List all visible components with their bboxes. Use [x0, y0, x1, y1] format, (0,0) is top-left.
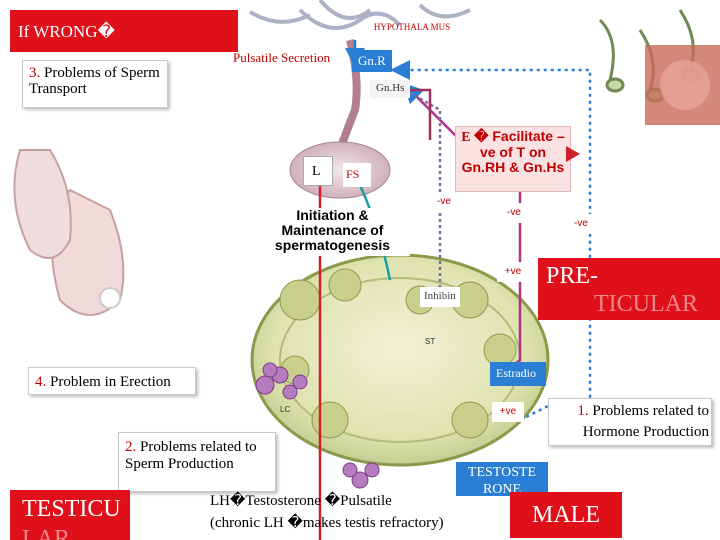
- ve-label-mid: -ve: [496, 203, 532, 223]
- chronic-lh-text: (chronic LH �makes testis refractory): [210, 515, 444, 531]
- hypothalamus-label: HYPOTHALA MUS: [373, 22, 451, 32]
- facilitate-box: E � Facilitate –ve of T on Gn.RH & Gn.Hs: [455, 126, 571, 192]
- sperm-transport-callout: 3. Problems of Sperm Transport: [22, 60, 168, 108]
- pve-label-upper: +ve: [497, 262, 529, 282]
- testosterone-feedback-line: [390, 60, 592, 422]
- inhibin-label: Inhibin: [420, 287, 460, 307]
- testosterone-box: TESTOSTE RONE: [456, 462, 548, 497]
- hypothalamus-neurons: [248, 0, 471, 30]
- facilitate-text: Facilitate –ve of T on Gn.RH & Gn.Hs: [461, 128, 565, 175]
- pretesticular-line2: TICULAR: [594, 291, 698, 317]
- pve-label-lower: +ve: [492, 402, 524, 422]
- title-text: If WRONG�: [18, 22, 115, 41]
- pulsatile-secretion-label: Pulsatile Secretion: [233, 50, 331, 65]
- initiation-text: Initiation & Maintenance of spermatogene…: [255, 208, 410, 256]
- callout-number: 3.: [29, 65, 41, 81]
- lc-label: LC: [280, 405, 290, 414]
- leydig-cells: [255, 362, 380, 489]
- sperm-production-callout: 2. Problems related to Sperm Production: [118, 432, 276, 492]
- male-box: MALE: [510, 492, 622, 538]
- fsh-pituitary-label: FS: [343, 163, 371, 187]
- title-box: If WRONG�: [10, 10, 238, 52]
- testicular-box: TESTICU LAR: [10, 490, 130, 540]
- hormone-production-callout: 1. Problems related to Hormone Productio…: [548, 398, 712, 446]
- pretesticular-box: PRE- TICULAR: [538, 258, 720, 320]
- facilitate-e: E �: [461, 130, 489, 145]
- ve-label-left: -ve: [425, 192, 463, 212]
- callout-text: Problems of Sperm Transport: [29, 65, 160, 97]
- st-label: ST: [425, 337, 435, 346]
- lh-pituitary-label: L: [303, 156, 333, 186]
- lh-pulsatile-text: LH�Testosterone �Pulsatile: [210, 493, 392, 509]
- erection-callout: 4. Problem in Erection: [28, 367, 196, 395]
- gnhs-label: Gn.Hs: [370, 80, 411, 98]
- pretesticular-line1: PRE-: [546, 263, 599, 289]
- estradiol-label: Estradio: [490, 362, 546, 386]
- male-genitalia-sketch: [13, 149, 125, 316]
- gnrh-label: Gn.R: [352, 50, 392, 72]
- inhibin-feedback-line: [404, 88, 442, 300]
- ve-label-right: -ve: [563, 214, 599, 234]
- facilitate-arrow-icon: [566, 146, 580, 162]
